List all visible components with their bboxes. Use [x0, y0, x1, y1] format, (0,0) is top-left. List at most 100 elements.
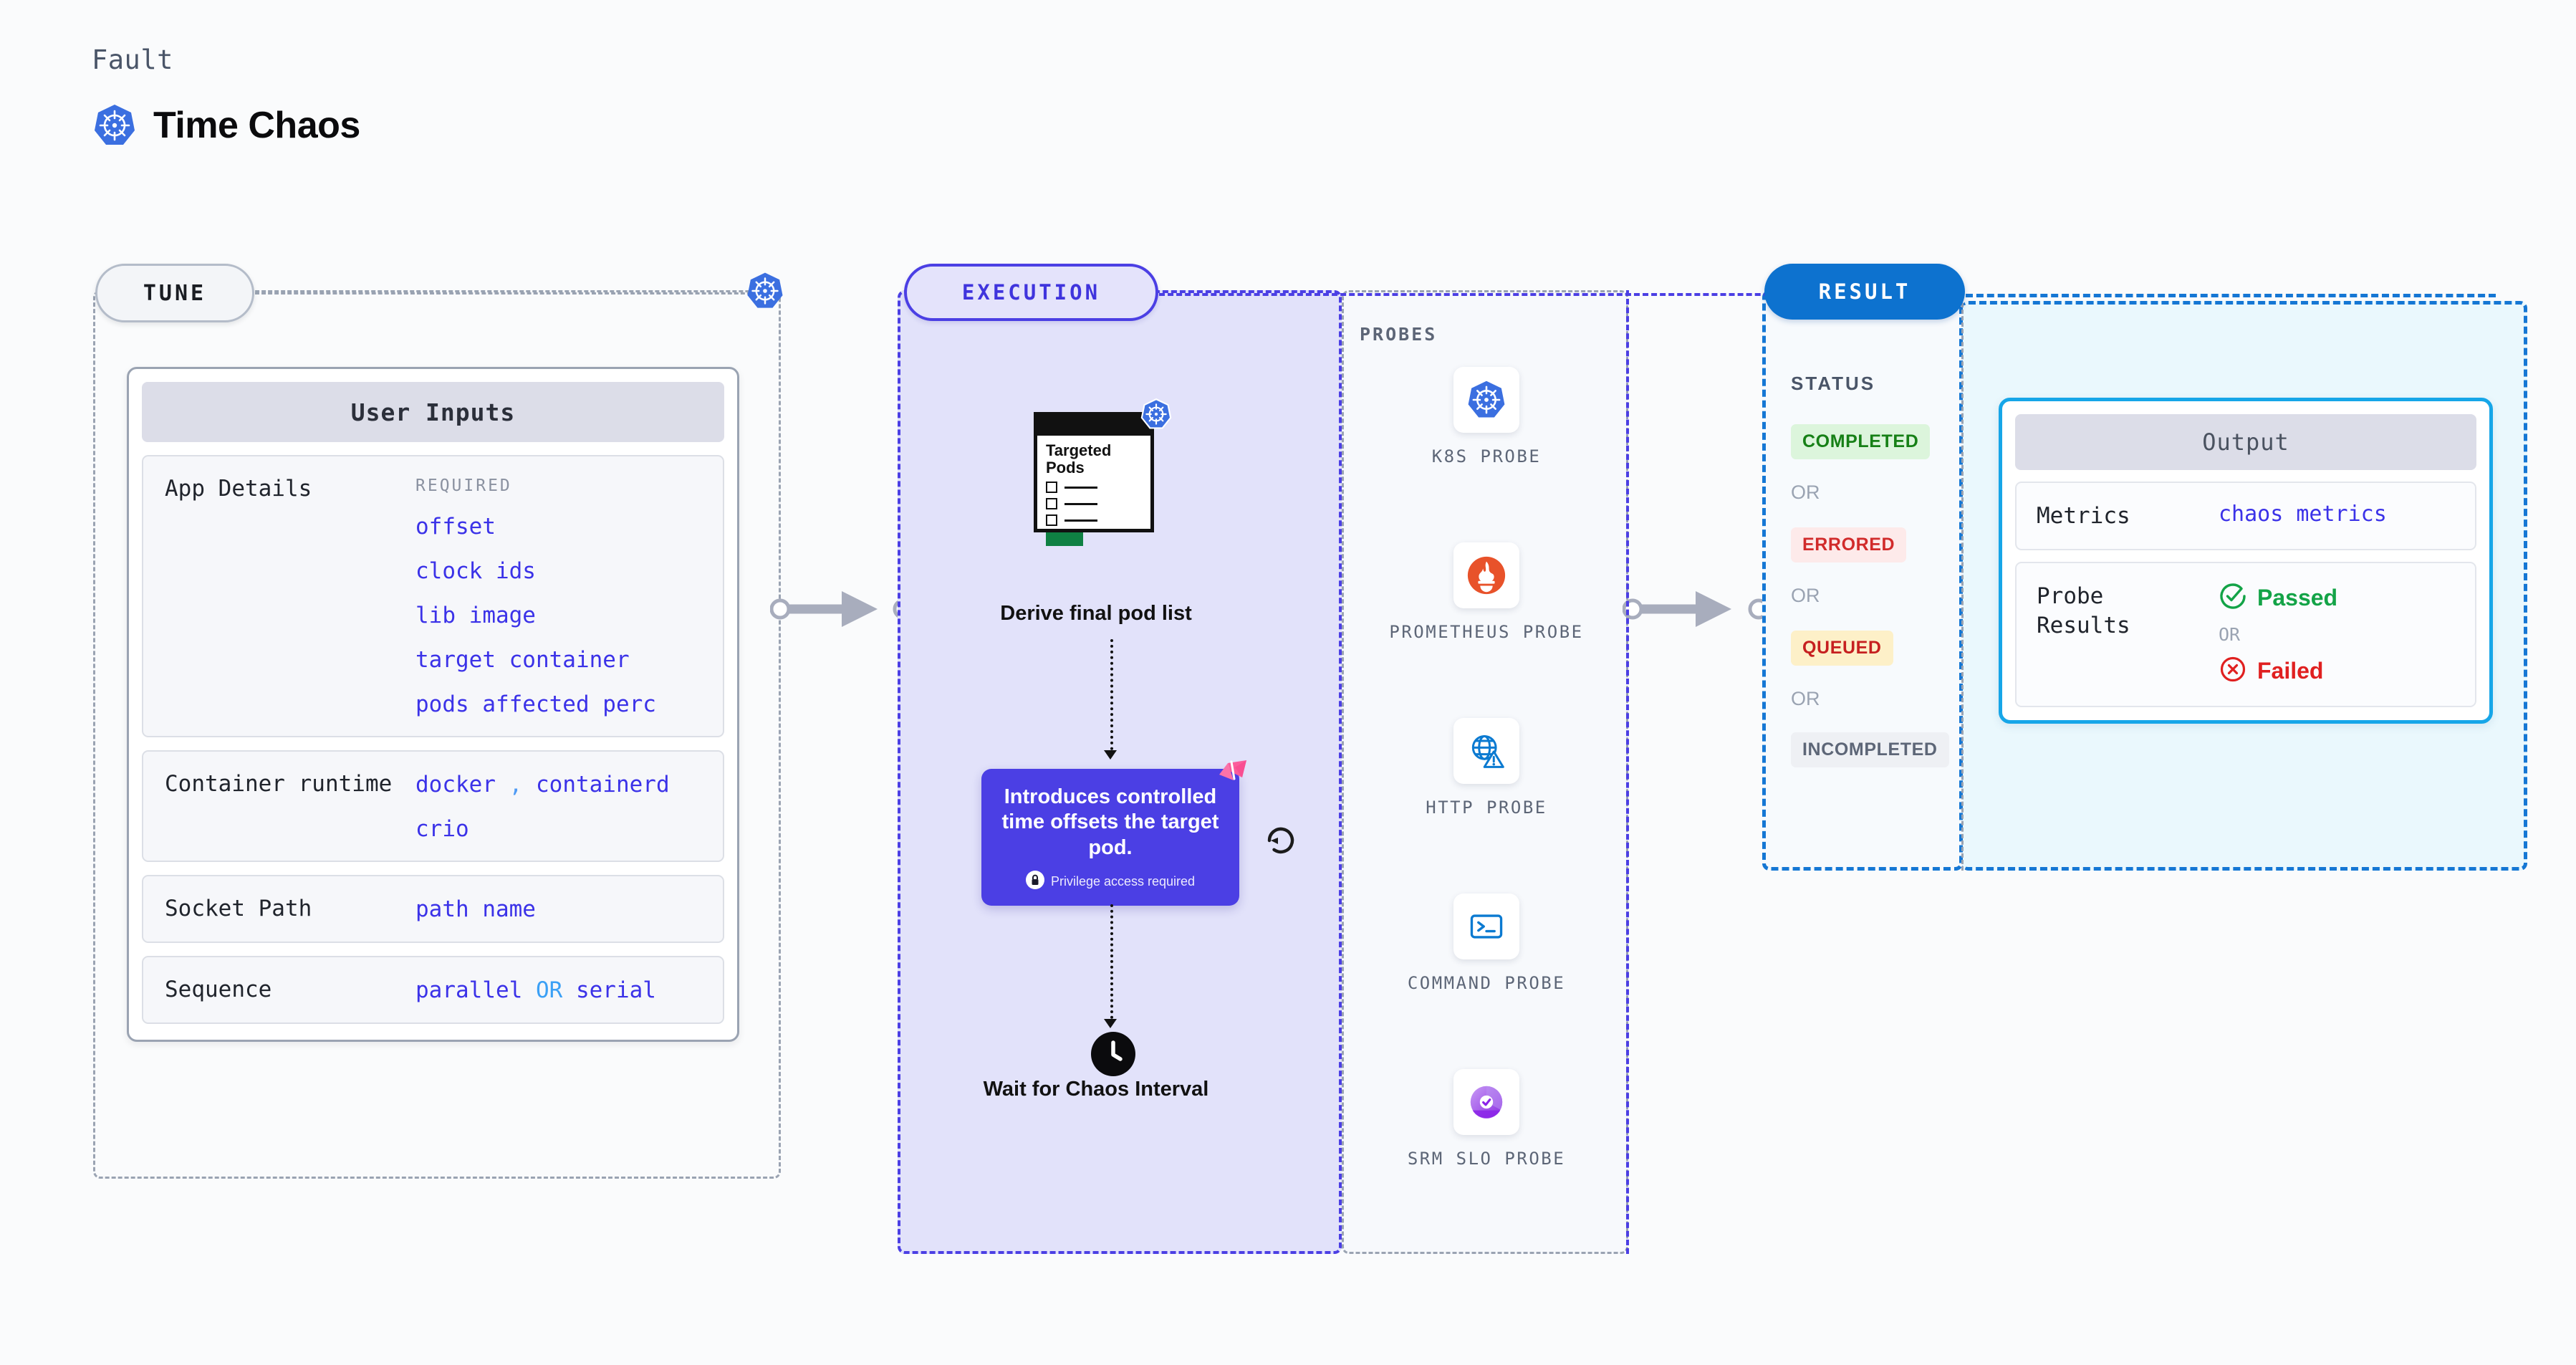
flow-connector	[1110, 639, 1113, 750]
flow-arrowhead	[1104, 750, 1117, 760]
green-bar-icon	[1046, 532, 1083, 547]
probe-verdict-failed: Failed	[2219, 655, 2337, 687]
probe-label: PROMETHEUS PROBE	[1389, 622, 1584, 642]
tune-stage-boundary	[93, 290, 781, 1179]
list-item	[1046, 482, 1142, 494]
value-runtime-list: docker , containerd	[415, 772, 670, 798]
kubernetes-icon	[1140, 398, 1173, 434]
value-sequence: parallel OR serial	[415, 977, 656, 1003]
tune-stage-pill[interactable]: TUNE	[95, 264, 254, 322]
row-label-sequence: Sequence	[165, 976, 272, 1002]
value-pods-affected-perc: pods affected perc	[415, 691, 656, 717]
derive-pod-list-caption: Derive final pod list	[1000, 602, 1192, 625]
connector-arrow-tune-execution	[770, 591, 913, 627]
x-circle-icon	[2219, 655, 2247, 687]
page-title: Time Chaos	[153, 105, 360, 146]
kubernetes-icon	[1453, 367, 1519, 433]
result-stage-pill[interactable]: RESULT	[1764, 264, 1965, 320]
row-label-container-runtime: Container runtime	[165, 771, 393, 797]
value-lib-image: lib image	[415, 603, 536, 628]
output-card: Output Metrics chaos metrics Probe Resul…	[1999, 398, 2493, 724]
user-inputs-title: User Inputs	[142, 382, 724, 442]
tune-top-connector	[255, 292, 771, 294]
probe-label: COMMAND PROBE	[1407, 973, 1566, 993]
row-label-socket-path: Socket Path	[165, 896, 312, 921]
row-label-metrics: Metrics	[2037, 503, 2130, 529]
table-row: Container runtime docker , containerd cr…	[142, 750, 724, 862]
kubernetes-icon	[745, 271, 785, 315]
window-titlebar	[1037, 416, 1150, 436]
verdict-or: OR	[2219, 624, 2241, 646]
status-badge-errored: ERRORED	[1791, 527, 1907, 562]
check-circle-icon	[2219, 582, 2247, 614]
fault-eyebrow: Fault	[92, 44, 173, 75]
status-or-3: OR	[1791, 688, 1820, 709]
execution-stage-pill[interactable]: EXECUTION	[904, 264, 1158, 321]
terminal-icon	[1453, 894, 1519, 959]
probe-item-srm-slo[interactable]: SRM SLO PROBE	[1379, 1069, 1594, 1172]
probe-label: SRM SLO PROBE	[1407, 1149, 1566, 1169]
probes-section-label: PROBES	[1360, 324, 1438, 345]
output-title: Output	[2015, 414, 2476, 470]
row-label-app-details: App Details	[165, 476, 312, 502]
probe-item-http[interactable]: HTTP PROBE	[1379, 718, 1594, 820]
prometheus-icon	[1453, 542, 1519, 608]
result-inner-divider	[1961, 290, 1964, 871]
slo-donut-check-icon	[1453, 1069, 1519, 1135]
targeted-pods-title: Targeted Pods	[1046, 441, 1112, 477]
status-badge-queued: QUEUED	[1791, 631, 1893, 666]
result-top-connector	[1966, 294, 2496, 297]
list-item	[1046, 498, 1142, 510]
flow-connector	[1110, 904, 1113, 1019]
failed-label: Failed	[2257, 658, 2324, 684]
value-chaos-metrics: chaos metrics	[2219, 502, 2387, 527]
probe-verdict-passed: Passed	[2219, 582, 2337, 614]
probe-label: K8S PROBE	[1431, 446, 1542, 466]
callout-text: Introduces controlled time offsets the t…	[1001, 785, 1219, 859]
table-row: Socket Path path name	[142, 875, 724, 943]
refresh-icon[interactable]	[1261, 820, 1301, 864]
row-label-probe-results: Probe Results	[2037, 583, 2130, 638]
execution-top-connector	[1159, 293, 1804, 296]
lock-icon	[1025, 871, 1044, 893]
chaos-ribbon-icon	[1206, 759, 1249, 804]
checkbox-icon	[1046, 482, 1057, 494]
kubernetes-icon	[92, 102, 138, 148]
status-or-2: OR	[1791, 585, 1820, 606]
status-badge-completed: COMPLETED	[1791, 424, 1931, 459]
globe-warning-icon	[1453, 718, 1519, 784]
table-row: Metrics chaos metrics	[2015, 482, 2476, 551]
passed-label: Passed	[2257, 585, 2338, 611]
fault-description-callout: Introduces controlled time offsets the t…	[981, 760, 1246, 906]
user-inputs-card: User Inputs App Details REQUIRED offset …	[127, 367, 739, 1042]
flow-arrowhead	[1104, 1019, 1117, 1028]
probe-item-command[interactable]: COMMAND PROBE	[1379, 894, 1594, 996]
targeted-pods-card: Targeted Pods	[1034, 398, 1172, 547]
probe-label: HTTP PROBE	[1426, 798, 1547, 818]
status-or-1: OR	[1791, 482, 1820, 503]
clock-icon	[1091, 1032, 1135, 1080]
probe-item-prometheus[interactable]: PROMETHEUS PROBE	[1379, 542, 1594, 645]
probe-item-k8s[interactable]: K8S PROBE	[1379, 367, 1594, 469]
value-target-container: target container	[415, 647, 630, 673]
required-label: REQUIRED	[415, 476, 512, 495]
result-stage-boundary	[1762, 290, 1963, 871]
table-row: Probe Results Passed OR	[2015, 562, 2476, 708]
value-offset: offset	[415, 514, 496, 540]
page-header: Fault Time Chaos	[92, 44, 360, 148]
checkbox-icon	[1046, 498, 1057, 510]
status-section-label: STATUS	[1791, 373, 1876, 394]
privilege-note: Privilege access required	[999, 871, 1222, 893]
execution-right-edge	[1626, 290, 1629, 1254]
connector-arrow-execution-result	[1623, 591, 1769, 627]
value-crio: crio	[415, 816, 469, 842]
list-item	[1046, 514, 1142, 527]
title-row: Time Chaos	[92, 102, 360, 148]
checkbox-icon	[1046, 514, 1057, 527]
table-row: App Details REQUIRED offset clock ids li…	[142, 455, 724, 737]
value-path-name: path name	[415, 896, 536, 922]
privilege-note-text: Privilege access required	[1050, 874, 1196, 889]
status-badge-incompleted: INCOMPLETED	[1791, 732, 1949, 767]
wait-for-chaos-caption: Wait for Chaos Interval	[983, 1078, 1209, 1101]
value-clock-ids: clock ids	[415, 558, 536, 584]
